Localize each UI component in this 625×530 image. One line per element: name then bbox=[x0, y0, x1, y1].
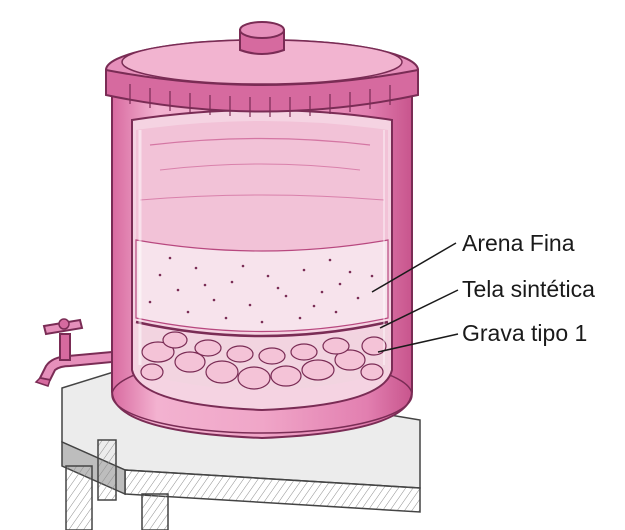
table-leg-back bbox=[98, 440, 116, 500]
filter-tank bbox=[112, 70, 412, 438]
tank-lid bbox=[106, 22, 418, 117]
label-synthetic-cloth: Tela sintética bbox=[462, 276, 595, 302]
fine-sand-layer bbox=[136, 240, 388, 332]
water-layer bbox=[136, 121, 388, 251]
table-leg-front bbox=[142, 494, 168, 530]
label-fine-sand: Arena Fina bbox=[462, 230, 575, 256]
label-gravel: Grava tipo 1 bbox=[462, 320, 587, 346]
table-leg-left bbox=[66, 466, 92, 530]
